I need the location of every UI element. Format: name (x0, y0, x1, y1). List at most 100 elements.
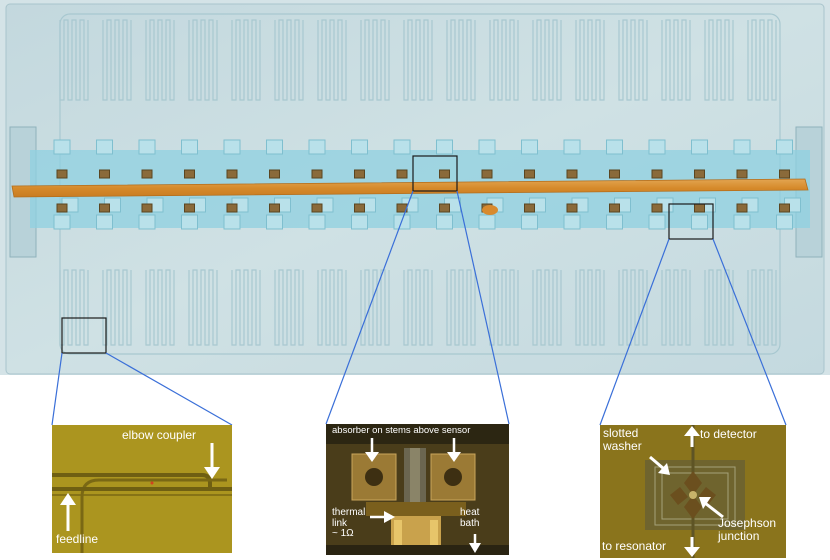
washer-square (563, 139, 581, 155)
detector-element (736, 203, 748, 213)
washer-square (393, 139, 411, 155)
meander-resonators (59, 13, 781, 355)
label-feedline: feedline (56, 532, 99, 546)
detector-element (269, 203, 280, 213)
meander-top (317, 19, 347, 101)
washer-square (266, 139, 283, 155)
chip-micrograph (0, 0, 830, 375)
detector-element (481, 169, 493, 179)
detector-element (141, 203, 153, 213)
meander-bottom (704, 269, 734, 346)
meander-bottom (489, 269, 519, 346)
meander-top (59, 19, 89, 101)
washer-square (351, 214, 368, 230)
detector-element (609, 169, 620, 179)
washer-square (648, 214, 666, 230)
washer-square (96, 214, 113, 230)
zoom-box-absorber (412, 155, 458, 192)
detector-element (56, 169, 68, 179)
detector-element (99, 203, 110, 213)
washer-square (776, 214, 793, 230)
meander-top (747, 19, 777, 101)
detector-element (311, 169, 323, 179)
washer-square (351, 139, 368, 155)
meander-top (661, 19, 691, 101)
meander-bottom (747, 269, 777, 346)
meander-bottom (360, 269, 390, 346)
washer-square (733, 214, 751, 230)
meander-top (145, 19, 175, 101)
detector-element (226, 169, 238, 179)
washer-square (521, 139, 538, 155)
label-thermal-link: thermal link ~ 1Ω (332, 507, 366, 539)
arrow-right-icon (370, 511, 395, 523)
meander-top (231, 19, 261, 101)
washer-square (691, 214, 708, 230)
detector-element (354, 203, 365, 213)
washer-square (223, 139, 241, 155)
detector-element (354, 169, 365, 179)
washer-square (436, 139, 453, 155)
inset-junction: slotted washer to detector Josephson jun… (600, 425, 786, 558)
meander-bottom (274, 269, 304, 346)
detector-element (736, 169, 748, 179)
zoom-line-right-b (712, 238, 787, 426)
detector-element (694, 169, 705, 179)
meander-top (704, 19, 734, 101)
meander-top (575, 19, 605, 101)
meander-bottom (317, 269, 347, 346)
washer-square (308, 139, 326, 155)
meander-bottom (575, 269, 605, 346)
washer-square (181, 214, 198, 230)
meander-bottom (403, 269, 433, 346)
meander-top (618, 19, 648, 101)
washer-square (96, 139, 113, 155)
label-josephson-junction: Josephson junction (718, 516, 777, 543)
inset-feedline-image (52, 425, 232, 553)
feedline-strip (11, 178, 809, 198)
washer-square (648, 139, 666, 155)
arrow-up-left-icon (699, 497, 724, 519)
washer-square (223, 214, 241, 230)
meander-bottom (231, 269, 261, 346)
inset-feedline: elbow coupler feedline (52, 425, 232, 553)
arrow-down-icon (204, 443, 220, 479)
washer-square (606, 214, 623, 230)
meander-bottom (145, 269, 175, 346)
detector-element (311, 203, 323, 213)
meander-bottom (188, 269, 218, 346)
zoom-line-right-a (599, 238, 670, 426)
detector-element (779, 203, 790, 213)
label-heat-bath: heat bath (460, 507, 480, 529)
zoom-line-mid-b (456, 190, 510, 425)
label-slotted-washer: slotted washer (603, 426, 642, 453)
washer-square (53, 139, 71, 155)
detector-element (439, 203, 450, 213)
washer-square (776, 139, 793, 155)
washer-square (606, 139, 623, 155)
meander-top (188, 19, 218, 101)
washer-square (436, 214, 453, 230)
label-to-detector: to detector (700, 427, 757, 441)
meander-top (446, 19, 476, 101)
meander-top (102, 19, 132, 101)
defect-blob (482, 205, 498, 215)
label-elbow-coupler: elbow coupler (122, 428, 197, 442)
meander-top (489, 19, 519, 101)
arrow-down-icon (684, 537, 700, 557)
washer-square (308, 214, 326, 230)
detector-element (56, 203, 68, 213)
detector-element (226, 203, 238, 213)
detector-element (184, 169, 195, 179)
detector-element (651, 203, 663, 213)
detector-element (184, 203, 195, 213)
detector-element (609, 203, 620, 213)
meander-bottom (102, 269, 132, 346)
detector-element (99, 169, 110, 179)
detector-element (524, 203, 535, 213)
inset-absorber-image (326, 424, 509, 555)
arrow-down-right-icon (649, 455, 670, 475)
detector-element (524, 169, 535, 179)
washer-square (521, 214, 538, 230)
